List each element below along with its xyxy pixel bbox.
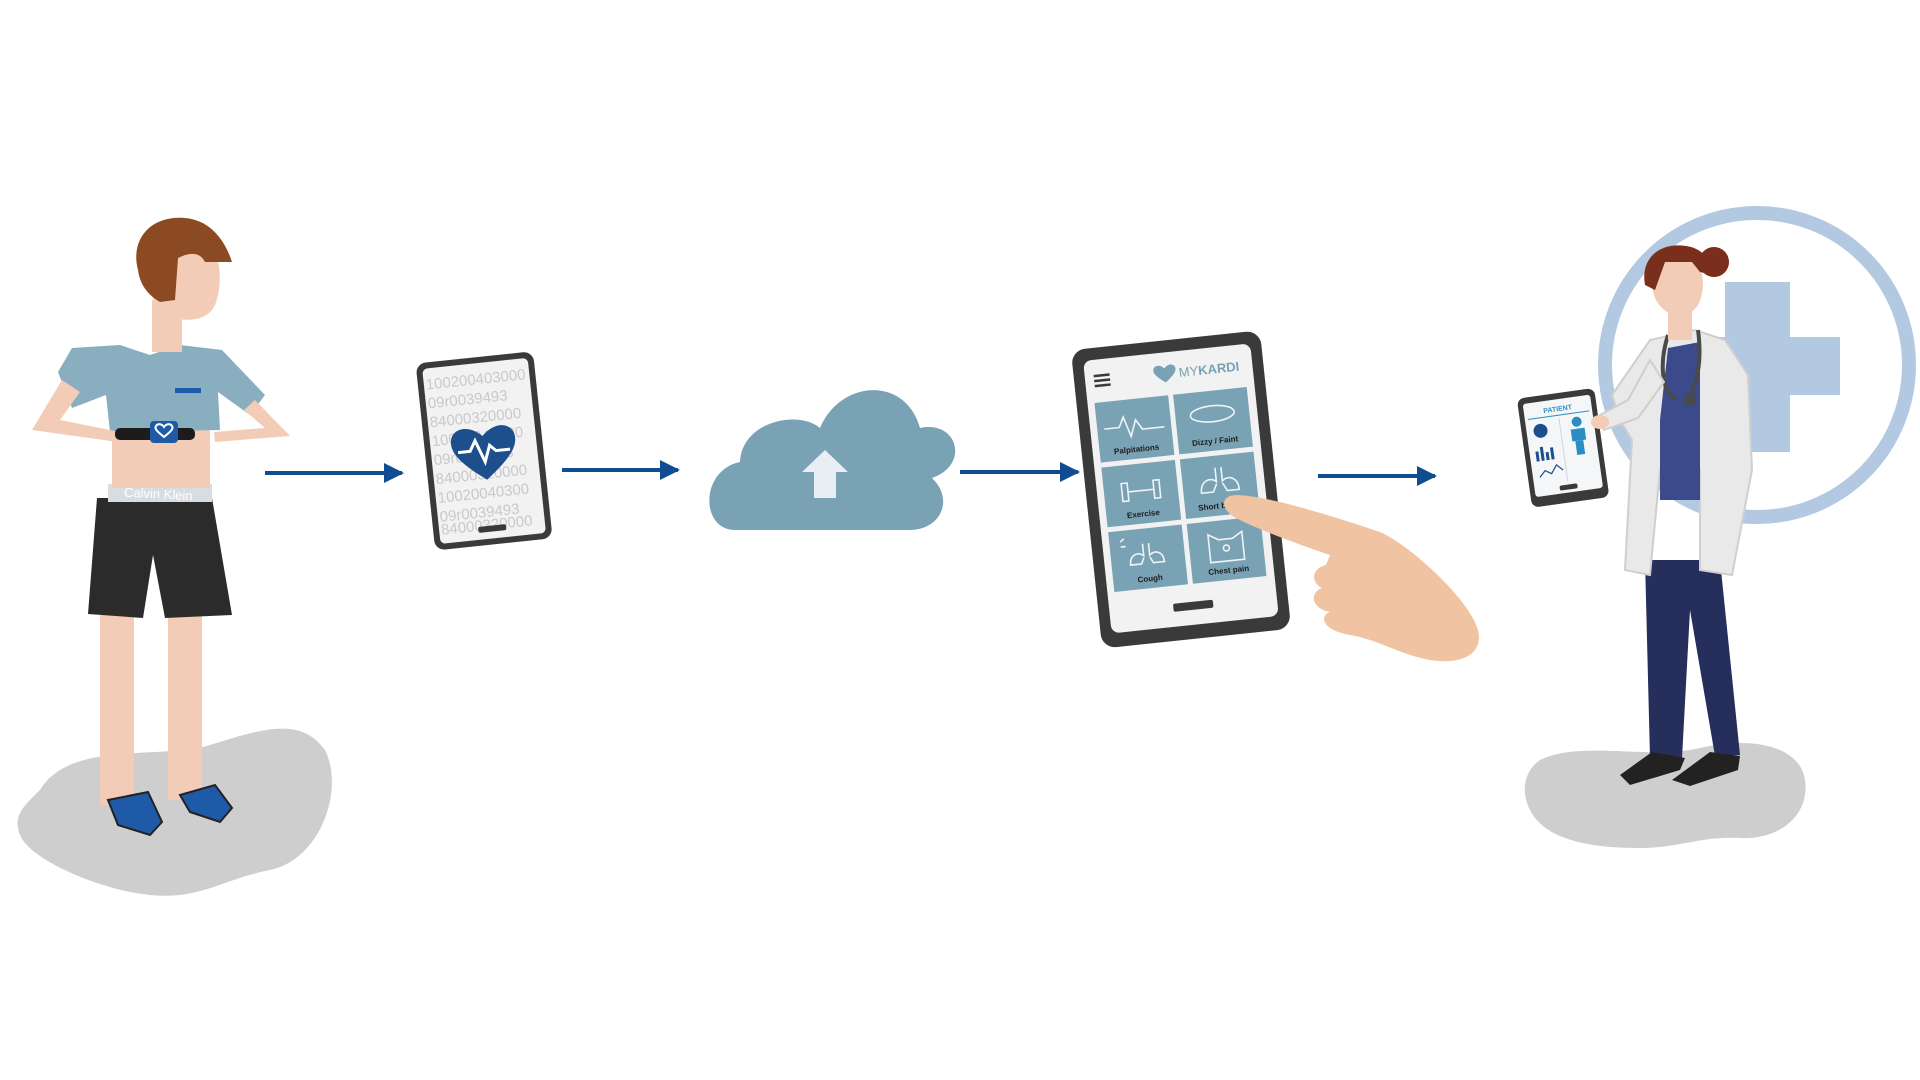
doctor-right-shoe (1672, 752, 1740, 786)
upload-cloud (709, 390, 956, 530)
data-phone: 100200403000 09r0039493 84000320000 1002… (416, 352, 552, 550)
patient-ecg-device-heart-icon (154, 423, 174, 439)
stethoscope-icon (1660, 329, 1702, 402)
doctor-scrub-pants (1645, 560, 1740, 758)
mykardi-logo-bold: KARDI (1197, 359, 1240, 378)
patient-left-leg (100, 610, 134, 805)
patient-shirt-pocket (175, 388, 201, 393)
tablet-title: PATIENT (1543, 404, 1573, 415)
mykardi-phone: MYKARDI Palpitations Dizzy / Faint Exerc… (1072, 331, 1290, 648)
patient-waistband (108, 484, 212, 502)
cough-lungs-icon (1119, 538, 1166, 566)
patient-ground-shadow (17, 728, 332, 896)
dumbbell-icon (1120, 478, 1162, 503)
patient-shirt (58, 345, 265, 432)
mykardi-logo: MYKARDI (1178, 359, 1240, 380)
data-phone-home-bar (478, 524, 507, 533)
patient-record-tablet: PATIENT (1517, 388, 1609, 507)
patient-waistband-text: Calvin Klein (124, 485, 193, 504)
dizzy-ring-icon (1189, 404, 1235, 423)
symptom-tile[interactable]: Palpitations (1094, 395, 1175, 463)
stethoscope-chestpiece (1684, 394, 1696, 406)
tablet-avatar-icon (1533, 423, 1548, 438)
mykardi-phone-home-bar (1173, 599, 1214, 612)
tablet-line-graph-icon (1539, 464, 1564, 478)
symptom-tile-label: Chest pain (1208, 564, 1250, 577)
patient-ecg-device (150, 421, 178, 443)
doctor-scrub-top (1660, 342, 1700, 500)
patient-figure: Calvin Klein (17, 217, 332, 896)
medical-badge-ring (1598, 206, 1916, 524)
tablet-home-bar (1559, 483, 1578, 491)
patient-left-sandal (106, 790, 164, 837)
doctor-left-shoe (1620, 752, 1685, 785)
doctor-hair-bun (1699, 247, 1729, 277)
symptom-tile-label: Cough (1137, 573, 1163, 585)
hamburger-menu-icon[interactable] (1093, 373, 1111, 388)
symptom-tile[interactable]: Cough (1108, 524, 1188, 592)
doctor-hair (1644, 245, 1712, 290)
symptom-tile-label: Exercise (1127, 508, 1161, 520)
symptom-tile[interactable]: Dizzy / Faint (1173, 386, 1253, 455)
mykardi-logo-heart-icon (1153, 364, 1176, 383)
lungs-icon (1200, 467, 1241, 495)
symptom-tile[interactable]: Chest pain (1186, 516, 1267, 584)
mykardi-logo-light: MY (1178, 363, 1199, 380)
patient-shorts (88, 498, 232, 618)
tablet-person-icon (1570, 416, 1587, 455)
pointing-hand (1224, 495, 1479, 662)
doctor-head (1652, 254, 1703, 316)
patient-right-sandal (178, 783, 234, 824)
doctor-arm (1598, 358, 1666, 432)
doctor-hand (1591, 415, 1609, 429)
patient-hair (136, 217, 232, 302)
ecg-wave-icon (1104, 414, 1165, 439)
patient-left-arm (32, 380, 120, 442)
patient-right-leg (168, 610, 202, 800)
doctor-figure: PATIENT (1517, 206, 1916, 848)
tablet-bar-chart-icon (1535, 446, 1555, 462)
medical-cross-icon (1680, 282, 1840, 452)
heart-pulse-icon (450, 425, 516, 480)
symptom-tile[interactable]: Exercise (1101, 459, 1182, 528)
chest-pain-icon (1206, 529, 1246, 564)
upload-arrow-icon (802, 450, 848, 498)
patient-right-arm (214, 400, 290, 442)
